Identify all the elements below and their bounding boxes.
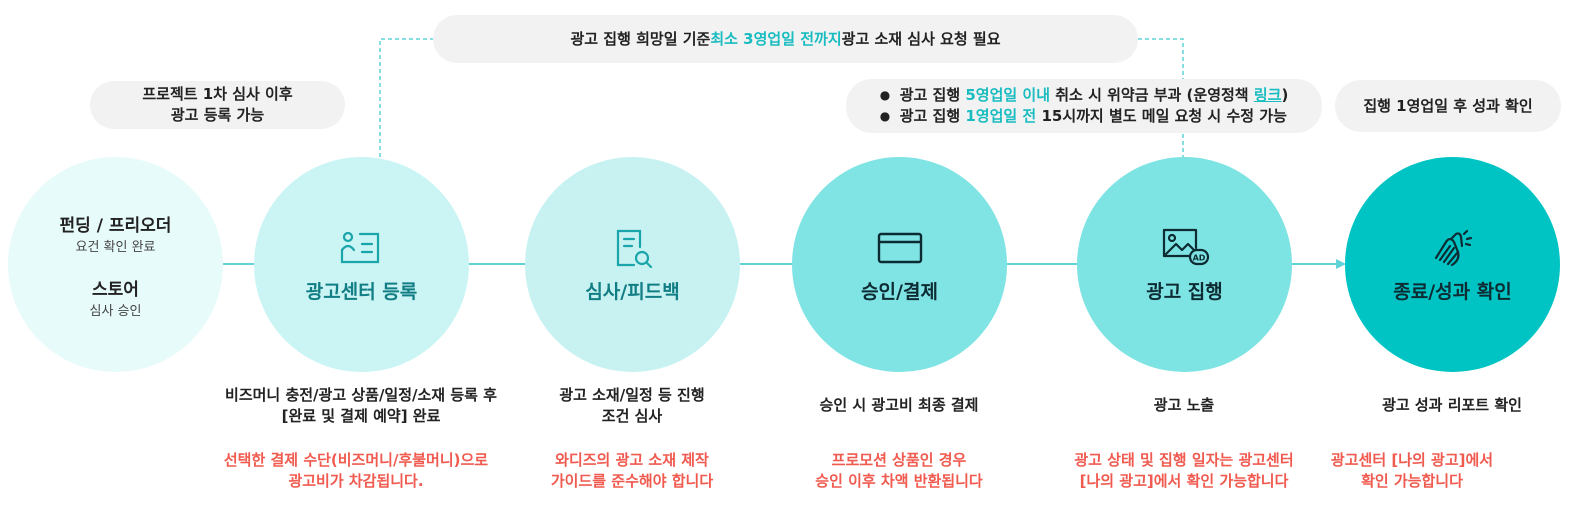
step-ad-execution: AD 광고 집행 [1077,157,1292,372]
registration-note: 프로젝트 1차 심사 이후 광고 등록 가능 [90,81,345,129]
deadline-banner-post: 광고 소재 심사 요청 필요 [841,29,1001,48]
step3-description: 승인 시 광고비 최종 결제 [819,396,979,414]
registration-note-line2: 광고 등록 가능 [170,106,265,124]
funding-title: 펀딩 / 프리오더 [59,215,172,236]
step2-note: 와디즈의 광고 소재 제작 가이드를 준수해야 합니다 [550,451,714,490]
svg-text:AD: AD [1192,254,1205,263]
deadline-banner-highlight: 최소 3영업일 전까지 [710,29,842,48]
step4-note: 광고 상태 및 집행 일자는 광고센터 [나의 광고]에서 확인 가능합니다 [1074,451,1294,490]
policy-note: 광고 집행 5영업일 이내 취소 시 위약금 부과 (운영정책 링크) 광고 집… [846,79,1322,133]
deadline-banner-pre: 광고 집행 희망일 기준 [570,29,711,48]
profile-card-icon [337,225,387,271]
step5-description: 광고 성과 리포트 확인 [1382,396,1522,414]
prerequisite-circle: 펀딩 / 프리오더 요건 확인 완료 스토어 심사 승인 [8,157,223,372]
ad-image-icon: AD [1160,225,1210,271]
deadline-bracket [379,38,433,157]
policy-highlight-5days: 5영업일 이내 [965,86,1051,104]
flow-arrowhead [1336,259,1346,269]
policy-item-cancel: 광고 집행 5영업일 이내 취소 시 위약금 부과 (운영정책 링크) [880,85,1289,106]
deadline-bracket-right [1138,38,1184,157]
funding-sub: 요건 확인 완료 [75,239,156,255]
policy-highlight-1day: 1영업일 전 [965,107,1037,125]
step-approval-payment: 승인/결제 [792,157,1007,372]
deadline-banner: 광고 집행 희망일 기준 최소 3영업일 전까지 광고 소재 심사 요청 필요 [433,15,1138,63]
registration-note-line1: 프로젝트 1차 심사 이후 [142,85,293,103]
store-sub: 심사 승인 [89,303,142,319]
step-title: 승인/결제 [861,281,938,303]
step-title: 심사/피드백 [585,281,680,303]
credit-card-icon [875,225,925,271]
step5-note: 광고센터 [나의 광고]에서 확인 가능합니다 [1330,451,1494,490]
step1-description: 비즈머니 충전/광고 상품/일정/소재 등록 후 [완료 및 결제 예약] 완료 [225,386,497,425]
result-note-text: 집행 1영업일 후 성과 확인 [1363,96,1533,115]
step-title: 광고센터 등록 [305,281,418,303]
policy-list: 광고 집행 5영업일 이내 취소 시 위약금 부과 (운영정책 링크) 광고 집… [880,85,1289,127]
policy-item-modify: 광고 집행 1영업일 전 15시까지 별도 메일 요청 시 수정 가능 [880,106,1289,127]
clapping-hands-icon [1428,225,1478,271]
policy-link[interactable]: 링크 [1253,86,1282,104]
document-search-icon [608,225,658,271]
step-ad-center-registration: 광고센터 등록 [254,157,469,372]
result-note: 집행 1영업일 후 성과 확인 [1335,80,1561,132]
step-review-feedback: 심사/피드백 [525,157,740,372]
step2-description: 광고 소재/일정 등 진행 조건 심사 [559,386,705,425]
step1-note: 선택한 결제 수단(비즈머니/후불머니)으로 광고비가 차감됩니다. [223,451,489,490]
step4-description: 광고 노출 [1153,396,1215,414]
step-title: 종료/성과 확인 [1393,281,1512,303]
step3-note: 프로모션 상품인 경우 승인 이후 차액 반환됩니다 [815,451,983,490]
store-title: 스토어 [92,279,139,300]
step-end-result: 종료/성과 확인 [1345,157,1560,372]
step-title: 광고 집행 [1146,281,1223,303]
